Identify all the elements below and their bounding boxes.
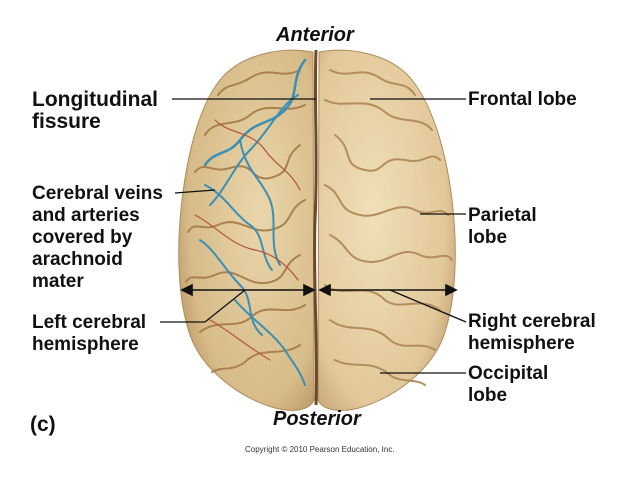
occipital-lobe-label: Occipital lobe — [468, 363, 549, 406]
longitudinal-fissure-line — [313, 49, 318, 406]
hemisphere-arrows — [180, 283, 458, 297]
anterior-label: Anterior — [276, 24, 354, 46]
longitudinal-fissure-label: Longitudinal fissure — [32, 88, 158, 133]
frontal-lobe-label: Frontal lobe — [468, 89, 577, 110]
panel-letter: (c) — [30, 413, 56, 436]
right-hemisphere-shape — [317, 49, 456, 411]
left-hemisphere-label: Left cerebral hemisphere — [32, 312, 147, 355]
cerebral-veins-label: Cerebral veins and arteries covered by a… — [32, 183, 163, 292]
cerebral-vessels — [194, 58, 307, 386]
left-hemisphere-shape — [178, 49, 315, 411]
right-gyri — [324, 69, 453, 386]
posterior-label: Posterior — [273, 408, 361, 430]
right-hemisphere-label: Right cerebral hemisphere — [468, 311, 596, 354]
parietal-lobe-label: Parietal lobe — [468, 205, 537, 248]
copyright-notice: Copyright © 2010 Pearson Education, Inc. — [245, 445, 395, 454]
leader-lines — [160, 98, 467, 374]
left-gyri — [185, 69, 306, 373]
